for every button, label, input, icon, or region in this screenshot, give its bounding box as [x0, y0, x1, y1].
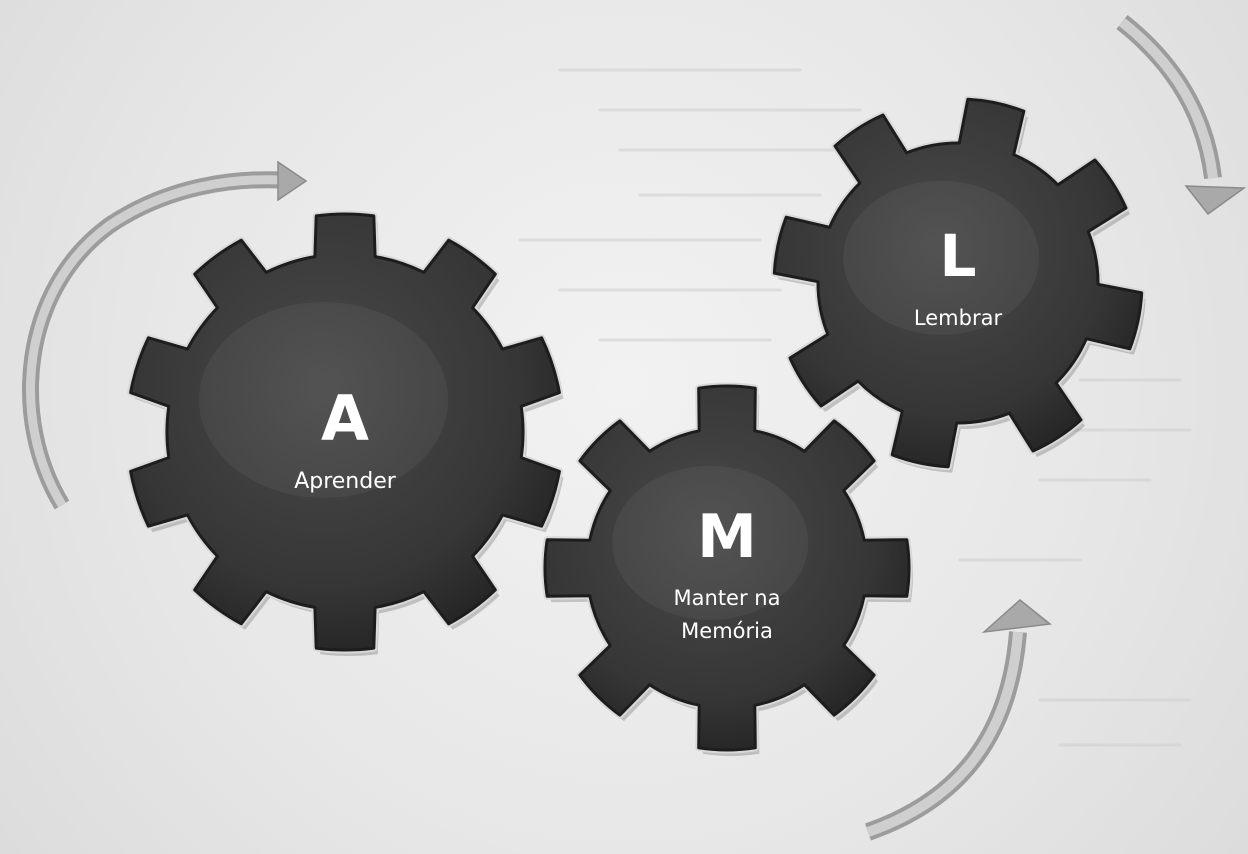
gear-lembrar-sheen	[843, 180, 1040, 335]
cycle-arrow-left	[22, 160, 308, 510]
gear-manter-label-line1: Manter na	[674, 586, 781, 610]
cycle-arrow-top-right	[1116, 14, 1247, 216]
arrows-layer	[22, 14, 1247, 841]
gear-lembrar-letter: L	[940, 222, 977, 290]
gear-manter-body	[543, 384, 911, 752]
gear-lembrar	[770, 95, 1146, 473]
gear-aprender-letter: A	[321, 382, 369, 455]
gears-layer	[127, 95, 1146, 757]
gear-lembrar-body	[772, 97, 1144, 469]
gear-manter-text: M Manter na Memória	[674, 502, 781, 643]
cycle-arrow-bottom-right	[865, 599, 1052, 841]
gear-aprender-body	[129, 212, 561, 652]
gear-aprender-text: A Aprender	[294, 382, 397, 494]
gear-lembrar-text: L Lembrar	[914, 222, 1003, 330]
gear-manter	[541, 382, 914, 757]
gear-aprender	[127, 210, 564, 657]
gear-manter-label-line2: Memória	[681, 619, 773, 643]
gear-lembrar-label: Lembrar	[914, 306, 1003, 330]
gear-aprender-label: Aprender	[294, 469, 397, 494]
gear-manter-sheen	[612, 465, 809, 620]
gear-aprender-sheen	[199, 302, 449, 498]
gear-manter-letter: M	[697, 502, 757, 572]
background-text-texture	[518, 68, 1192, 747]
